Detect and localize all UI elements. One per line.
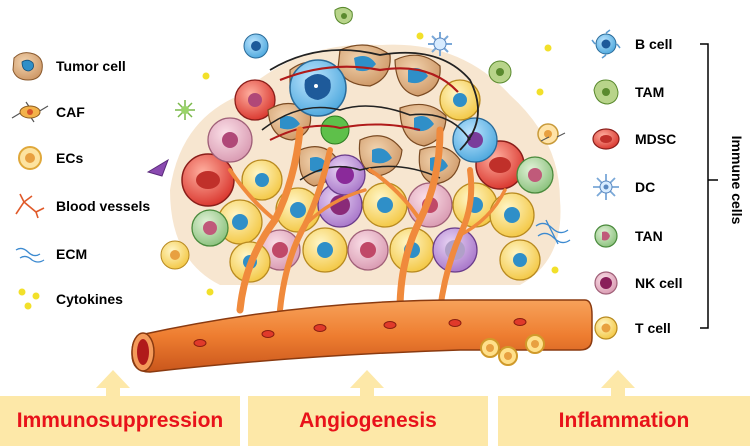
- outcome-immunosuppression: Immunosuppression: [16, 409, 224, 432]
- tumor-microenvironment: [146, 6, 571, 314]
- arrow-angiogenesis: [350, 370, 384, 398]
- capillary-network: [261, 49, 479, 181]
- angiogenic-sprouts: [228, 126, 507, 314]
- outcome-box-inflammation: Inflammation: [498, 396, 750, 446]
- right-legend: B cell TAM MDSC DC TAN NK cell: [591, 29, 745, 340]
- outcome-box-immunosuppression: Immunosuppression: [0, 396, 240, 446]
- tan-icon: [594, 224, 618, 248]
- legend-label-mdsc: MDSC: [635, 131, 676, 147]
- legend-label-tan: TAN: [635, 228, 663, 244]
- free-floating-cells: [146, 6, 571, 296]
- outcome-box-angiogenesis: Angiogenesis: [248, 396, 488, 446]
- mdsc-icon: [592, 128, 620, 150]
- legend-label-b-cell: B cell: [635, 36, 672, 52]
- arrow-immunosuppression: [96, 370, 130, 398]
- b-cell-icon: [591, 29, 621, 59]
- legend-label-tumor-cell: Tumor cell: [56, 58, 126, 74]
- outcome-inflammation: Inflammation: [558, 409, 690, 432]
- legend-label-t-cell: T cell: [635, 320, 671, 336]
- arrow-inflammation: [601, 370, 635, 398]
- cytokines-icon: [18, 288, 40, 310]
- legend-label-blood-vessels: Blood vessels: [56, 198, 150, 214]
- tumor-cell-icon: [12, 52, 43, 81]
- main-blood-vessel: [131, 299, 593, 373]
- outcome-angiogenesis: Angiogenesis: [299, 409, 437, 432]
- extravasating-t-cells: [480, 334, 545, 366]
- left-legend: Tumor cell CAF ECs Blood vessels ECM: [11, 52, 150, 310]
- outcome-arrows: [96, 370, 635, 398]
- legend-label-nk-cell: NK cell: [635, 275, 682, 291]
- legend-label-ecm: ECM: [56, 246, 87, 262]
- immune-cells-bracket: [700, 43, 718, 329]
- legend-label-ecs: ECs: [56, 150, 83, 166]
- legend-label-caf: CAF: [56, 104, 85, 120]
- legend-label-cytokines: Cytokines: [56, 291, 123, 307]
- caf-icon: [11, 101, 49, 123]
- immune-cells-label: Immune cells: [729, 136, 745, 225]
- nk-cell-icon: [594, 271, 618, 295]
- legend-label-dc: DC: [635, 179, 655, 195]
- red-blood-cells: [193, 318, 527, 347]
- blood-vessel-icon: [15, 193, 45, 219]
- t-cell-icon: [594, 316, 618, 340]
- tam-icon: [593, 79, 619, 105]
- ecs-icon: [18, 146, 42, 170]
- legend-label-tam: TAM: [635, 84, 664, 100]
- ecm-icon: [15, 247, 45, 263]
- dc-icon: [593, 174, 619, 200]
